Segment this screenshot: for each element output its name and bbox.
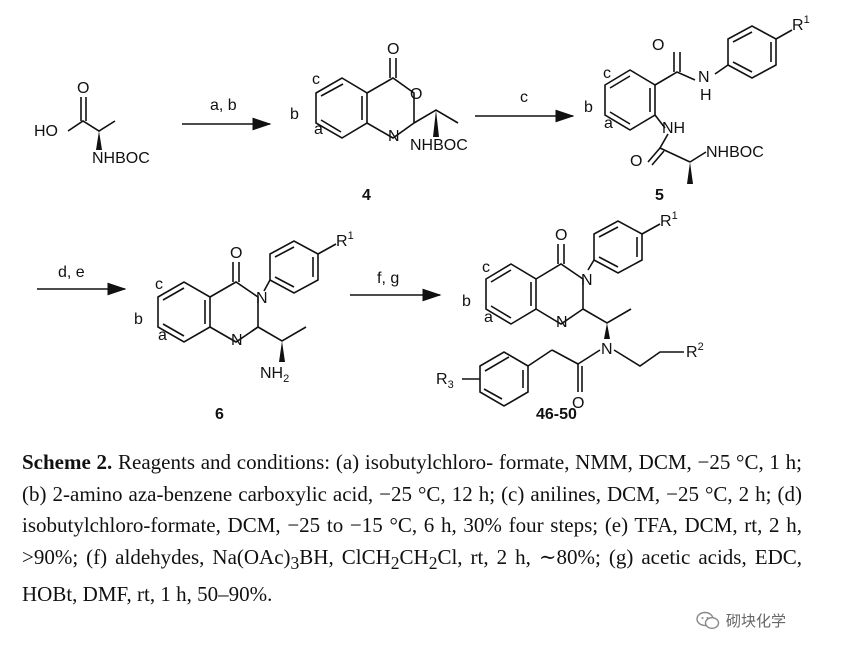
compound-6-number: 6 — [215, 406, 224, 423]
compound-5-o-amide: O — [630, 153, 642, 170]
compound-4-o-top: O — [387, 41, 399, 58]
caption-sub-3: 3 — [290, 552, 300, 573]
compound-5: O N H R1 NH O NHBOC c b a 5 — [584, 14, 810, 204]
compound-6-o: O — [230, 245, 242, 262]
compound-6-pos-a: a — [158, 327, 167, 344]
compound-46-50-pos-b: b — [462, 293, 471, 310]
compound-4-o-ring: O — [410, 86, 422, 103]
compound-5-r1: R1 — [792, 14, 810, 34]
compound-4-number: 4 — [362, 187, 371, 204]
watermark: 砌块化学 — [696, 610, 786, 631]
scheme-caption: Scheme 2. Reagents and conditions: (a) i… — [22, 447, 802, 611]
ho-label: HO — [34, 123, 58, 140]
compound-6-n3: N — [256, 290, 268, 307]
compound-46-50-r2: R2 — [686, 341, 704, 361]
compound-46-50-o-amide: O — [572, 395, 584, 412]
compound-4-n-ring: N — [388, 128, 400, 145]
arrow-label-c: c — [520, 89, 528, 106]
compound-5-nhboc: NHBOC — [706, 144, 764, 161]
compound-6-n1: N — [231, 332, 243, 349]
compound-6: O N N R1 NH2 c b a 6 — [134, 230, 354, 423]
compound-46-50-pos-a: a — [484, 309, 493, 326]
compound-46-50-r3: R3 — [436, 371, 454, 391]
compound-4-pos-b: b — [290, 106, 299, 123]
compound-5-o-top: O — [652, 37, 664, 54]
carbonyl-o-label: O — [77, 80, 89, 97]
caption-title: Scheme 2. — [22, 450, 113, 474]
wechat-icon — [696, 611, 720, 629]
reaction-scheme: HO O NHBOC a, b O O N c b a NHBOC 4 c — [34, 14, 810, 423]
compound-5-pos-c: c — [603, 65, 611, 82]
compound-5-nh: NH — [662, 120, 685, 137]
arrow-step-ab: a, b — [182, 97, 272, 131]
caption-text-4: Cl, rt, 2 h, ∼80%; (g) acetic acids, EDC… — [22, 544, 802, 607]
starting-material: HO O NHBOC — [34, 80, 150, 167]
compound-46-50-n3: N — [581, 272, 593, 289]
compound-46-50-pos-c: c — [482, 259, 490, 276]
caption-sub-2a: 2 — [390, 552, 400, 573]
compound-4-pos-a: a — [314, 121, 323, 138]
compound-46-50-r1: R1 — [660, 210, 678, 230]
compound-6-r1: R1 — [336, 230, 354, 250]
caption-text-2: BH, ClCH — [299, 544, 391, 569]
compound-4-pos-c: c — [312, 71, 320, 88]
compound-46-50-n1: N — [556, 314, 568, 331]
caption-text: Reagents and conditions: (a) isobutylchl… — [22, 450, 802, 569]
arrow-step-de: d, e — [37, 264, 127, 296]
arrow-label-fg: f, g — [377, 270, 399, 287]
compound-46-50-n-amine: N — [601, 341, 613, 358]
compound-5-pos-b: b — [584, 99, 593, 116]
compound-46-50: O N N R1 N R2 O R3 c b a 46-50 — [436, 210, 704, 423]
compound-4-nhboc: NHBOC — [410, 137, 468, 154]
caption-text-3: CH — [399, 544, 429, 569]
compound-6-nh2: NH2 — [260, 365, 289, 385]
watermark-text: 砌块化学 — [726, 612, 787, 630]
compound-5-pos-a: a — [604, 115, 613, 132]
compound-5-amide-h: H — [700, 87, 712, 104]
arrow-step-fg: f, g — [350, 270, 442, 302]
compound-6-pos-b: b — [134, 311, 143, 328]
compound-5-amide-n: N — [698, 69, 710, 86]
arrow-label-ab: a, b — [210, 97, 237, 114]
compound-46-50-number: 46-50 — [536, 406, 577, 423]
nhboc-label: NHBOC — [92, 150, 150, 167]
caption-sub-2b: 2 — [428, 552, 438, 573]
compound-6-pos-c: c — [155, 276, 163, 293]
arrow-step-c: c — [475, 89, 575, 123]
compound-46-50-o: O — [555, 227, 567, 244]
compound-4: O O N c b a NHBOC 4 — [290, 41, 468, 204]
arrow-label-de: d, e — [58, 264, 85, 281]
compound-5-number: 5 — [655, 187, 664, 204]
